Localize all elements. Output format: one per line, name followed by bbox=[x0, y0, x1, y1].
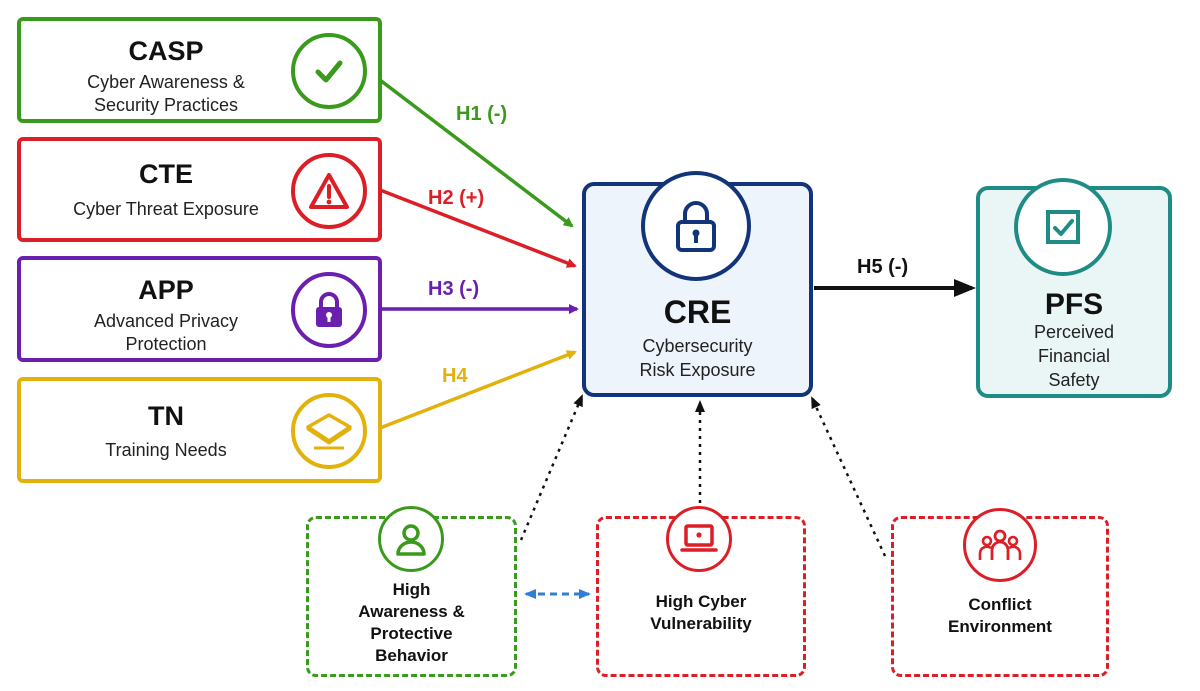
cte-box: CTE Cyber Threat Exposure bbox=[17, 137, 382, 242]
tn-desc: Training Needs bbox=[105, 440, 227, 460]
h2-label: H2 (+) bbox=[428, 187, 485, 209]
awareness-cre-link bbox=[519, 394, 584, 541]
vulnerability-label: High Cyber Vulnerability bbox=[650, 592, 752, 633]
padlock-icon bbox=[291, 272, 367, 348]
pfs-box: PFS Perceived Financial Safety bbox=[976, 178, 1172, 398]
h1-label: H1 (-) bbox=[456, 103, 508, 125]
conflict-label: Conflict Environment bbox=[948, 595, 1052, 636]
casp-desc: Cyber Awareness & Security Practices bbox=[87, 72, 245, 115]
app-box: APP Advanced Privacy Protection bbox=[17, 256, 382, 362]
h2-arrow bbox=[379, 188, 577, 268]
cre-abbr: CRE bbox=[663, 294, 732, 330]
h5-label: H5 (-) bbox=[857, 256, 909, 278]
cte-abbr: CTE bbox=[139, 159, 193, 189]
lock-icon bbox=[641, 171, 751, 281]
h3-label: H3 (-) bbox=[428, 278, 480, 300]
warning-icon bbox=[291, 153, 367, 229]
casp-box: CASP Cyber Awareness & Security Practice… bbox=[17, 17, 382, 123]
laptop-icon bbox=[666, 506, 732, 572]
casp-abbr: CASP bbox=[128, 36, 204, 66]
cte-desc: Cyber Threat Exposure bbox=[73, 199, 259, 219]
cre-box: CRE Cybersecurity Risk Exposure bbox=[582, 171, 813, 397]
conflict-cre-link bbox=[810, 396, 887, 557]
group-icon bbox=[963, 508, 1037, 582]
person-icon bbox=[378, 506, 444, 572]
envelope-icon bbox=[291, 393, 367, 469]
app-abbr: APP bbox=[138, 275, 194, 305]
pfs-abbr: PFS bbox=[1044, 288, 1104, 321]
awareness-label: High Awareness & Protective Behavior bbox=[358, 580, 465, 665]
conflict-box: Conflict Environment bbox=[891, 516, 1109, 677]
checkbox-icon bbox=[1014, 178, 1112, 276]
app-desc: Advanced Privacy Protection bbox=[93, 311, 239, 354]
check-icon bbox=[291, 33, 367, 109]
h4-label: H4 bbox=[442, 365, 468, 387]
h1-arrow bbox=[378, 78, 574, 228]
tn-abbr: TN bbox=[148, 401, 184, 431]
cre-desc: Cybersecurity Risk Exposure bbox=[639, 336, 756, 380]
h4-arrow bbox=[379, 350, 577, 430]
tn-box: TN Training Needs bbox=[17, 377, 382, 483]
pfs-desc: Perceived Financial Safety bbox=[1033, 322, 1115, 390]
